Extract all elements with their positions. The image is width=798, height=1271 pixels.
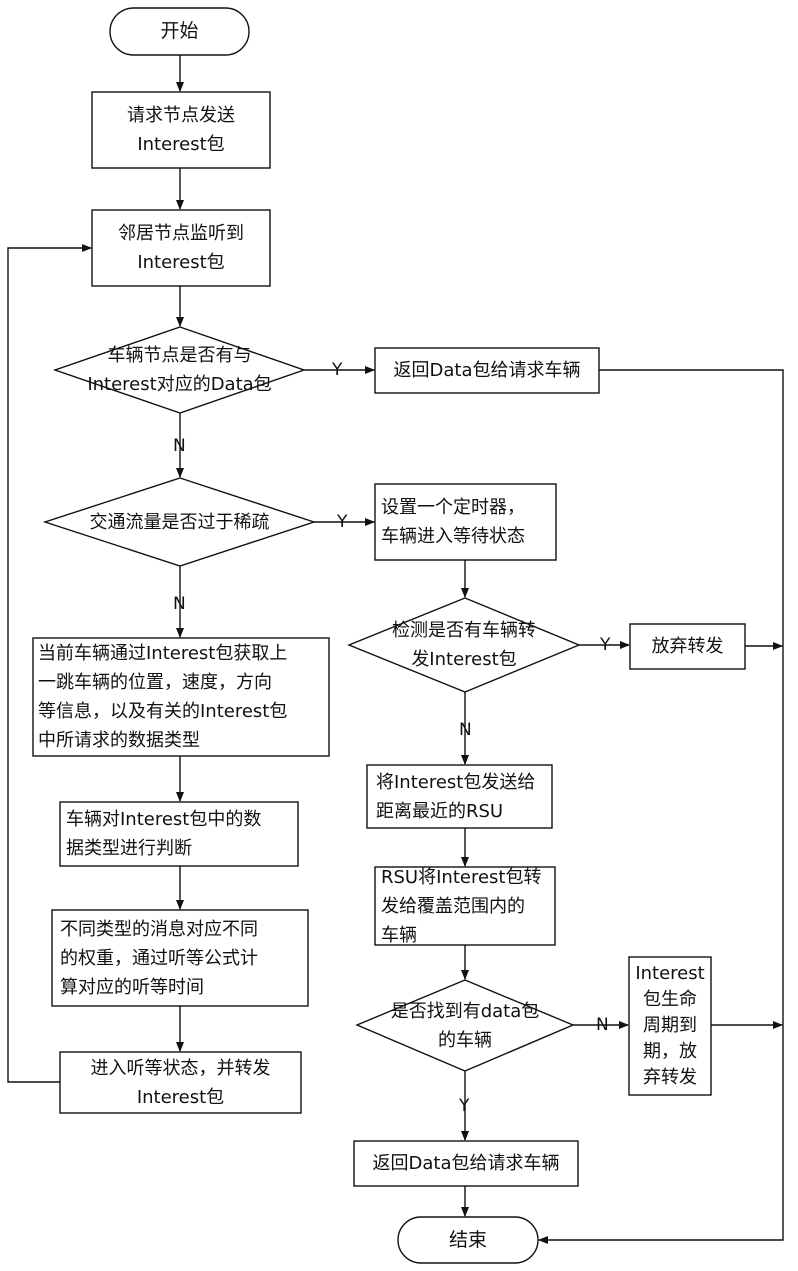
give-up-label: 放弃转发 <box>630 624 745 669</box>
edge-label-y2: Y <box>337 512 347 532</box>
edge-label-y3: Y <box>600 635 610 655</box>
lifetime-label: Interest 包生命 周期到 期，放 弃转发 <box>629 957 711 1095</box>
detect-forward-label: 检测是否有车辆转 发Interest包 <box>349 598 579 692</box>
to-rsu-label: 将Interest包发送给 距离最近的RSU <box>376 765 552 828</box>
edge-label-n1: N <box>173 436 186 456</box>
listen-label: 邻居节点监听到 Interest包 <box>92 210 270 286</box>
weight-label: 不同类型的消息对应不同 的权重，通过听等公式计 算对应的听等时间 <box>60 910 308 1006</box>
timer-label: 设置一个定时器， 车辆进入等待状态 <box>381 484 556 560</box>
start-label: 开始 <box>110 8 249 55</box>
edge-label-n2: N <box>173 594 186 614</box>
return-data-label-1: 返回Data包给请求车辆 <box>375 348 599 393</box>
rsu-forward-label: RSU将Interest包转 发给覆盖范围内的 车辆 <box>381 867 555 945</box>
edge-right-bus <box>539 370 783 1240</box>
edge-label-n3: N <box>459 720 472 740</box>
judge-type-label: 车辆对Interest包中的数 据类型进行判断 <box>66 802 298 866</box>
edge-label-n4: N <box>596 1015 609 1035</box>
edge-label-y1: Y <box>332 360 342 380</box>
send-label: 请求节点发送 Interest包 <box>92 92 270 168</box>
sparse-label: 交通流量是否过于稀疏 <box>45 478 314 566</box>
return-data-label-2: 返回Data包给请求车辆 <box>354 1141 578 1186</box>
get-info-label: 当前车辆通过Interest包获取上 一跳车辆的位置，速度，方向 等信息，以及有… <box>38 638 328 756</box>
end-label: 结束 <box>398 1217 538 1263</box>
wait-forward-label: 进入听等状态，并转发 Interest包 <box>60 1052 301 1113</box>
edge-label-y4: Y <box>459 1096 469 1116</box>
has-data-label: 车辆节点是否有与 Interest对应的Data包 <box>55 327 304 413</box>
find-data-label: 是否找到有data包 的车辆 <box>357 980 573 1071</box>
